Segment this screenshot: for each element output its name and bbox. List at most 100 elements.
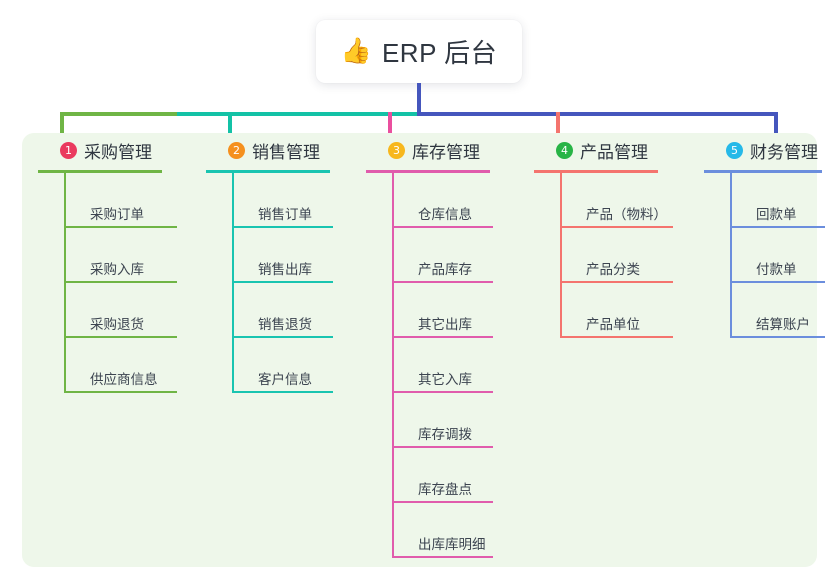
list-item[interactable]: 产品单位 [560, 283, 673, 338]
thumbs-up-icon: 👍 [340, 37, 372, 65]
column-title: 销售管理 [252, 142, 320, 162]
list-item[interactable]: 销售退货 [232, 283, 333, 338]
list-item-label: 产品库存 [418, 262, 472, 277]
list-item-rule [64, 336, 177, 338]
list-item-rule [730, 226, 825, 228]
column-spine [560, 173, 562, 338]
list-item-label: 采购退货 [90, 317, 144, 332]
list-item-rule [232, 336, 333, 338]
list-item[interactable]: 仓库信息 [392, 173, 493, 228]
list-item-label: 客户信息 [258, 372, 312, 387]
column-title: 库存管理 [412, 142, 480, 162]
column-badge-5: 5 [726, 141, 743, 159]
column-items: 销售订单销售出库销售退货客户信息 [232, 173, 333, 393]
column-库存管理: 3 库存管理仓库信息产品库存其它出库其它入库库存调拨库存盘点出库库明细 [366, 133, 493, 558]
list-item-label: 产品（物料） [586, 207, 667, 222]
column-items: 采购订单采购入库采购退货供应商信息 [64, 173, 177, 393]
column-items: 产品（物料） 产品分类产品单位 [560, 173, 673, 338]
list-item-rule [392, 446, 493, 448]
column-财务管理: 5 财务管理回款单付款单结算账户 [704, 133, 825, 338]
list-item-rule [232, 226, 333, 228]
list-item-rule [392, 391, 493, 393]
list-item-label: 采购入库 [90, 262, 144, 277]
list-item[interactable]: 回款单 [730, 173, 825, 228]
list-item-rule [560, 226, 673, 228]
page-title: ERP 后台 [381, 38, 498, 68]
drop-line-1 [60, 112, 64, 147]
column-header-5[interactable]: 5 财务管理 [704, 133, 822, 167]
list-item[interactable]: 付款单 [730, 228, 825, 283]
list-item-label: 其它出库 [418, 317, 472, 332]
bus-segment-green [60, 112, 177, 116]
drop-line-5 [774, 112, 778, 147]
list-item-label: 销售出库 [258, 262, 312, 277]
list-item[interactable]: 产品库存 [392, 228, 493, 283]
list-item-rule [64, 391, 177, 393]
list-item[interactable]: 产品分类 [560, 228, 673, 283]
list-item-rule [392, 501, 493, 503]
drop-line-3 [388, 112, 392, 147]
list-item[interactable]: 销售出库 [232, 228, 333, 283]
list-item-label: 库存调拨 [418, 427, 472, 442]
column-title: 财务管理 [750, 142, 818, 162]
column-spine [392, 173, 394, 558]
drop-line-2 [228, 112, 232, 147]
column-badge-1: 1 [60, 141, 77, 159]
list-item[interactable]: 其它出库 [392, 283, 493, 338]
list-item-rule [730, 336, 825, 338]
column-header-rule [704, 170, 822, 173]
list-item-label: 采购订单 [90, 207, 144, 222]
list-item[interactable]: 采购退货 [64, 283, 177, 338]
root-trunk-connector [417, 83, 421, 113]
list-item-rule [232, 281, 333, 283]
list-item-rule [64, 226, 177, 228]
list-item[interactable]: 库存调拨 [392, 393, 493, 448]
list-item-label: 销售订单 [258, 207, 312, 222]
list-item[interactable]: 库存盘点 [392, 448, 493, 503]
list-item-label: 结算账户 [756, 317, 810, 332]
list-item[interactable]: 结算账户 [730, 283, 825, 338]
list-item-label: 产品单位 [586, 317, 640, 332]
list-item-rule [730, 281, 825, 283]
list-item-label: 回款单 [756, 207, 797, 222]
list-item-rule [64, 281, 177, 283]
column-header-2[interactable]: 2 销售管理 [206, 133, 330, 167]
list-item-label: 销售退货 [258, 317, 312, 332]
list-item-label: 仓库信息 [418, 207, 472, 222]
bus-segment-teal [177, 112, 417, 116]
list-item[interactable]: 其它入库 [392, 338, 493, 393]
column-spine [232, 173, 234, 393]
list-item-label: 其它入库 [418, 372, 472, 387]
column-spine [64, 173, 66, 393]
list-item[interactable]: 产品（物料） [560, 173, 673, 228]
list-item-rule [392, 281, 493, 283]
list-item[interactable]: 销售订单 [232, 173, 333, 228]
column-header-rule [534, 170, 658, 173]
column-header-rule [38, 170, 162, 173]
column-badge-3: 3 [388, 141, 405, 159]
list-item[interactable]: 采购入库 [64, 228, 177, 283]
column-badge-2: 2 [228, 141, 245, 159]
list-item-rule [232, 391, 333, 393]
list-item[interactable]: 采购订单 [64, 173, 177, 228]
column-header-rule [206, 170, 330, 173]
list-item-label: 产品分类 [586, 262, 640, 277]
list-item[interactable]: 供应商信息 [64, 338, 177, 393]
list-item[interactable]: 客户信息 [232, 338, 333, 393]
list-item-label: 付款单 [756, 262, 797, 277]
list-item[interactable]: 出库库明细 [392, 503, 493, 558]
bus-segment-indigo [417, 112, 778, 116]
column-header-3[interactable]: 3 库存管理 [366, 133, 490, 167]
root-title-card[interactable]: 👍 ERP 后台 [316, 20, 522, 83]
list-item-label: 出库库明细 [418, 537, 486, 552]
list-item-rule [392, 336, 493, 338]
column-items: 回款单付款单结算账户 [730, 173, 825, 338]
list-item-rule [392, 556, 493, 558]
column-title: 产品管理 [580, 142, 648, 162]
list-item-label: 库存盘点 [418, 482, 472, 497]
